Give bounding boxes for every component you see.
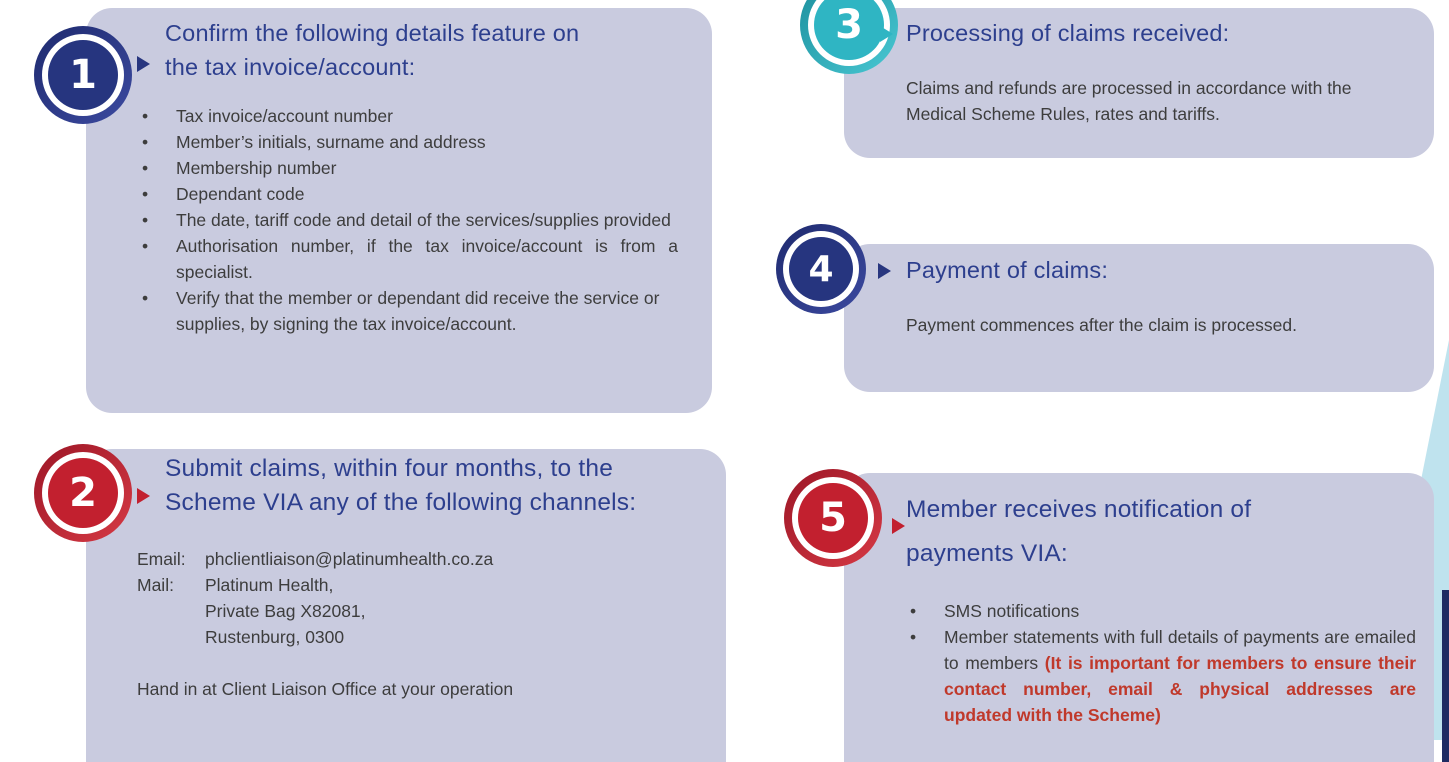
email-row: Email: phclientliaison@platinumhealth.co… [137,546,697,572]
step-3-card [844,8,1434,158]
step-5-number-badge: 5 [784,469,882,567]
step-2-number: 2 [48,458,118,528]
decorative-edge-bar [1442,590,1449,762]
step-4-number-badge: 4 [776,224,866,314]
step-2-channels: Email: phclientliaison@platinumhealth.co… [137,546,697,702]
hand-in-text: Hand in at Client Liaison Office at your… [137,679,514,699]
step-1-heading-line-2: the tax invoice/account: [165,54,416,80]
step-4-arrow-icon [878,263,891,279]
step-4-heading-line-1: Payment of claims: [906,257,1109,283]
step-4-text: Payment commences after the claim is pro… [906,315,1297,335]
mail-label: Mail: [137,575,174,595]
mail-address-line-2: Private Bag X82081, [205,601,366,621]
step-2-card [86,449,726,762]
step-1-heading: Confirm the following details feature on… [165,16,579,84]
step-4-heading: Payment of claims: [906,253,1108,287]
step-5-number: 5 [798,483,868,553]
step-2-heading-line-2: Scheme VIA any of the following channels… [165,489,637,516]
mail-row: Mail: Platinum Health, Private Bag X8208… [137,572,697,650]
list-item: SMS notifications [906,598,1416,624]
step-5-heading-line-1: Member receives notification of [906,496,1252,523]
list-item: The date, tariff code and detail of the … [138,207,678,233]
statement-text: Member statements with full details of p… [944,627,1416,673]
step-1-details-list: Tax invoice/account number Member’s init… [138,103,678,337]
step-2-heading: Submit claims, within four months, to th… [165,452,636,520]
step-5-notification-list: SMS notifications Member statements with… [906,598,1416,728]
email-label: Email: [137,549,186,569]
step-2-heading-line-1: Submit claims, within four months, to th… [165,455,614,482]
list-item: Membership number [138,155,678,181]
step-2-number-badge: 2 [34,444,132,542]
step-5-heading-line-2: payments VIA: [906,540,1068,567]
list-item: Authorisation number, if the tax invoice… [138,233,678,285]
important-notice-text: (It is important for members to ensure t… [944,653,1417,725]
list-item: Member’s initials, surname and address [138,129,678,155]
step-1-number-badge: 1 [34,26,132,124]
list-item: Member statements with full details of p… [906,624,1416,728]
step-3-text: Claims and refunds are processed in acco… [906,78,1352,124]
step-4-card [844,244,1434,392]
mail-address-line-1: Platinum Health, [205,575,334,595]
step-2-arrow-icon [137,488,150,504]
step-5-heading: Member receives notification of payments… [906,488,1251,576]
mail-address: Platinum Health, Private Bag X82081, Rus… [205,572,366,650]
list-item: Dependant code [138,181,678,207]
mail-address-line-3: Rustenburg, 0300 [205,627,345,647]
step-3-heading: Processing of claims received: [906,16,1229,50]
step-1-heading-line-1: Confirm the following details feature on [165,20,580,46]
email-address: phclientliaison@platinumhealth.co.za [205,549,494,569]
list-item: Verify that the member or dependant did … [138,285,678,337]
step-3-arrow-icon [880,26,893,42]
step-3-heading-line-1: Processing of claims received: [906,20,1230,46]
step-5-arrow-icon [892,518,905,534]
step-1-arrow-icon [137,56,150,72]
step-3-number-badge: 3 [800,0,898,74]
step-1-number: 1 [48,40,118,110]
step-3-number: 3 [814,0,884,60]
list-item: Tax invoice/account number [138,103,678,129]
step-4-number: 4 [789,237,853,301]
